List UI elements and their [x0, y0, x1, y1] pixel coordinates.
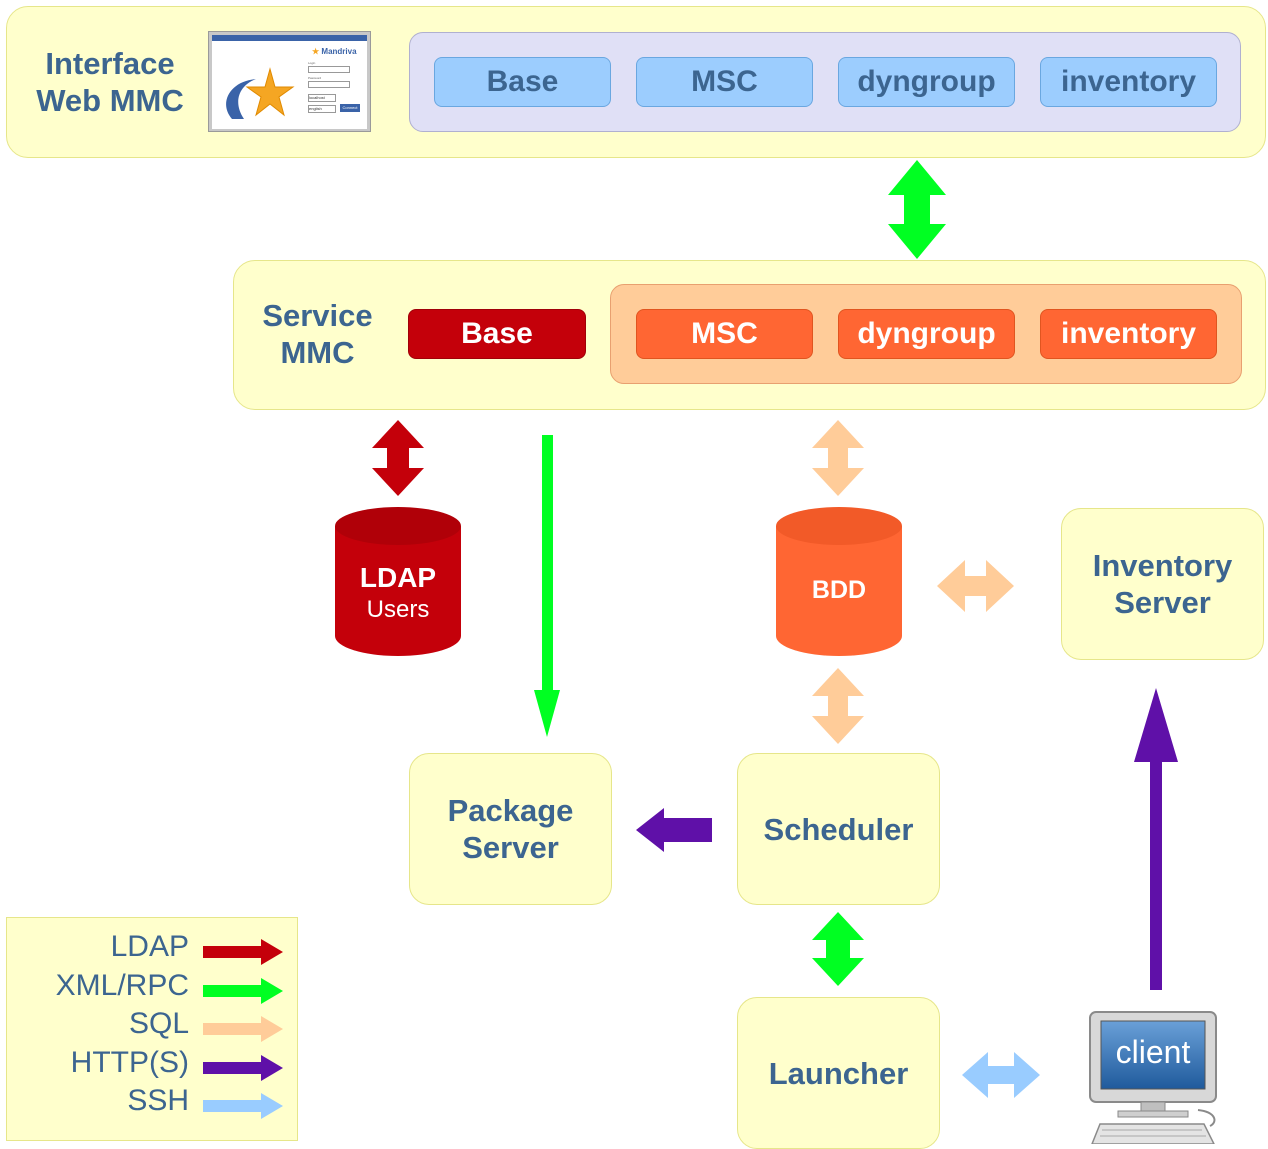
scheduler-node: Scheduler — [737, 753, 940, 905]
web-mmc-title: Interface Web MMC — [36, 46, 184, 118]
web-module-inventory: inventory — [1040, 57, 1217, 107]
web-module-dyngroup: dyngroup — [838, 57, 1015, 107]
xmlrpc-arrow-scheduler-launcher — [812, 912, 864, 986]
xmlrpc-arrow-web-service — [888, 160, 946, 259]
ldap-database: LDAP Users — [334, 506, 462, 658]
screenshot-password-label: Password — [308, 76, 322, 80]
service-module-inventory: inventory — [1040, 309, 1217, 359]
screenshot-brand: ★ Mandriva — [312, 47, 357, 56]
https-arrow-scheduler-package — [636, 808, 712, 852]
service-mmc-title: Service MMC — [262, 298, 373, 370]
service-module-msc: MSC — [636, 309, 813, 359]
screenshot-server-select: localhost — [308, 94, 336, 102]
screenshot-language-select: english — [308, 105, 336, 113]
legend-label: SSH — [127, 1084, 189, 1117]
ldap-label: LDAP — [359, 562, 437, 593]
legend-arrow — [203, 1054, 283, 1081]
screenshot-login-label: Login — [308, 61, 316, 65]
inventory-server-node: Inventory Server — [1061, 508, 1264, 660]
web-module-msc: MSC — [636, 57, 813, 107]
mandriva-star-logo-icon — [222, 63, 302, 123]
screenshot-titlebar — [212, 35, 367, 41]
sql-arrow-service-bdd — [812, 420, 864, 496]
ssh-arrow-launcher-client — [962, 1052, 1040, 1098]
client-computer: client — [1086, 1010, 1222, 1145]
bdd-cylinder-icon — [776, 507, 902, 656]
client-label: client — [1115, 1034, 1191, 1070]
web-module-base: Base — [434, 57, 611, 107]
service-module-dyngroup: dyngroup — [838, 309, 1015, 359]
screenshot-login-field — [308, 66, 350, 73]
xmlrpc-arrow-service-package — [534, 435, 560, 737]
screenshot-connect-button: Connect — [340, 104, 360, 112]
bdd-database: BDD — [775, 506, 903, 658]
launcher-node: Launcher — [737, 997, 940, 1149]
computer-icon — [1089, 1011, 1217, 1145]
package-server-node: Package Server — [409, 753, 612, 905]
legend-label: XML/RPC — [55, 968, 189, 1002]
https-arrow-client-inventory — [1134, 688, 1178, 990]
ldap-users-label: Users — [366, 596, 430, 623]
ldap-arrow-service-ldap — [372, 420, 424, 496]
legend-label: SQL — [128, 1007, 189, 1040]
legend-arrow — [203, 977, 283, 1004]
ldap-cylinder-icon — [335, 507, 461, 656]
legend-arrow — [203, 1093, 283, 1119]
legend-arrow — [203, 1016, 283, 1042]
screenshot-body: ★ Mandriva Login Password localhost engl… — [212, 41, 367, 129]
legend-label: HTTP(S) — [70, 1045, 189, 1079]
legend-label: LDAP — [110, 930, 189, 963]
bdd-label: BDD — [811, 576, 867, 604]
service-module-base: Base — [408, 309, 586, 359]
sql-arrow-bdd-inventory — [937, 560, 1014, 612]
login-screenshot-thumbnail: ★ Mandriva Login Password localhost engl… — [208, 31, 371, 132]
screenshot-password-field — [308, 81, 350, 88]
sql-arrow-bdd-scheduler — [812, 668, 864, 744]
legend-arrow — [203, 939, 283, 965]
